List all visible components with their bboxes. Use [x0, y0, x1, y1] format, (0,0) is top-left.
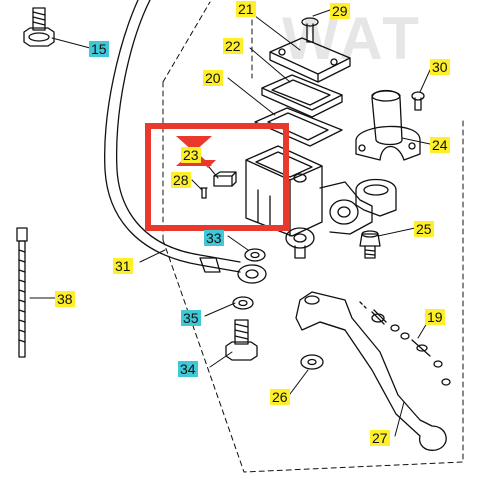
callout-25: 25: [414, 221, 434, 237]
callout-38: 38: [55, 291, 75, 307]
banjo-fitting: [237, 264, 267, 284]
callout-30: 30: [430, 59, 450, 75]
bolt-30-part: [411, 91, 425, 111]
callout-29: 29: [330, 3, 350, 19]
callout-20: 20: [203, 70, 223, 86]
callout-26: 26: [270, 389, 290, 405]
callout-22: 22: [223, 38, 243, 54]
callout-27: 27: [370, 430, 390, 446]
plate-22-part: [261, 74, 343, 118]
callout-21: 21: [236, 1, 256, 17]
callout-24: 24: [430, 137, 450, 153]
callout-19: 19: [425, 309, 445, 325]
leader-lines: [29, 9, 431, 437]
callout-31: 31: [113, 258, 133, 274]
bolt-34-part: [225, 319, 258, 361]
washer-33: [244, 248, 266, 262]
highlight-box: [145, 123, 289, 231]
callout-28: 28: [171, 172, 191, 188]
spring-set-19-part: [359, 301, 451, 386]
bolt-15-part: [23, 7, 55, 47]
lever-27-part: [295, 291, 447, 451]
cable-tie-38-part: [16, 227, 28, 358]
bolt-25-part: [359, 230, 381, 259]
cap-21-part: [269, 37, 351, 83]
clamp-24-part: [355, 89, 421, 217]
seal-23-part: [213, 171, 237, 187]
callout-35: 35: [181, 310, 201, 326]
master-cylinder-body: [245, 145, 373, 259]
callout-23: 23: [181, 147, 201, 163]
target-marker-small: [200, 160, 216, 168]
screw-28-part: [200, 187, 208, 199]
callout-33: 33: [204, 230, 224, 246]
dashed-frame: [162, 1, 464, 473]
diaphragm-20-part: [254, 107, 343, 147]
washer-26-part: [300, 354, 324, 370]
callout-15: 15: [89, 41, 109, 57]
callout-34: 34: [178, 361, 198, 377]
washer-35-part: [232, 296, 254, 310]
